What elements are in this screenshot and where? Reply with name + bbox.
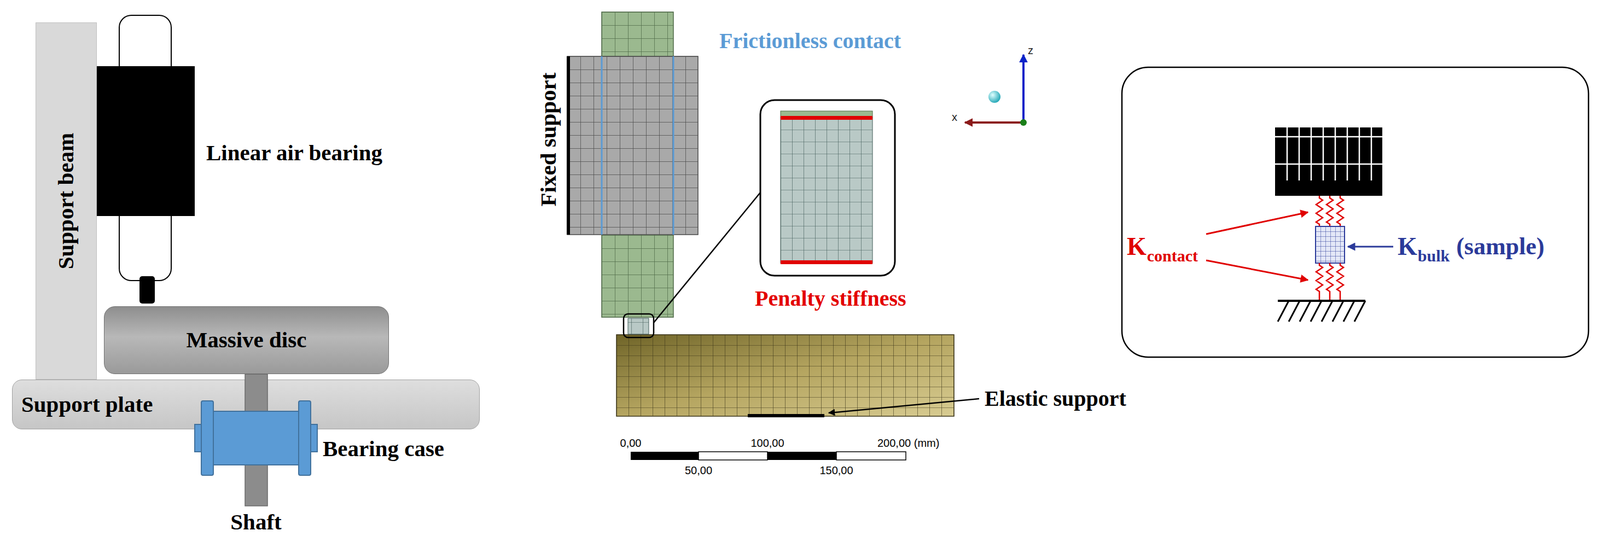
boundary-label: Fixed support (535, 72, 562, 207)
elastic-support-leader (828, 398, 980, 413)
scale-segment (767, 451, 837, 461)
scale-segment (836, 451, 906, 461)
y-axis-sphere (988, 90, 1001, 103)
zoom-leader (653, 192, 761, 323)
fe-model (567, 12, 1027, 461)
column-block-mesh (1275, 127, 1383, 181)
part-label: Linear air bearing (206, 140, 383, 166)
contact-line (601, 56, 674, 235)
column-block (1275, 127, 1383, 196)
massive-disc: Massive disc (103, 306, 389, 375)
bulk-pointer (1347, 246, 1394, 248)
contact-spring (1316, 195, 1344, 227)
stiffness-subscript: contact (1147, 246, 1198, 266)
scale-segment (630, 451, 699, 461)
scale-value: 150,00 (819, 464, 853, 477)
elastic-support-line (747, 414, 825, 418)
sample-mesh (627, 318, 649, 335)
contact-pointer (1206, 260, 1308, 281)
stiffness-subscript: bulk (1417, 246, 1450, 266)
support-plate: Support plate (12, 379, 480, 430)
ground-hatch (1277, 300, 1366, 322)
scale-segment (698, 451, 768, 461)
bearing-carriage (96, 66, 195, 217)
linear-air-bearing (96, 15, 195, 304)
stiffness-symbol: K (1397, 232, 1418, 262)
boundary-label: Frictionless contact (719, 28, 901, 54)
scale-value: 0,00 (620, 437, 642, 450)
contact-spring (1316, 263, 1344, 300)
scale-bar (630, 451, 906, 461)
disc-mesh-grid (616, 334, 954, 417)
contact-pointer (1206, 212, 1308, 235)
inset-sample-mesh (780, 117, 873, 264)
spring-model (1121, 67, 1589, 358)
zoom-callout (623, 313, 654, 338)
plate-label: Support plate (21, 391, 153, 418)
zoom-inset (760, 100, 895, 276)
bearing-foot (139, 276, 155, 304)
scale-value: 50,00 (684, 464, 713, 477)
model-panel (1121, 67, 1589, 358)
scale-value: 200,00 (mm) (877, 437, 940, 450)
axis-label: z (1027, 44, 1034, 57)
boundary-label: Elastic support (984, 386, 1127, 412)
boundary-label: Penalty stiffness (754, 286, 907, 312)
fixed-support-line (566, 56, 570, 235)
axis-origin (1020, 119, 1027, 126)
penalty-face-bottom (780, 260, 873, 265)
z-axis-arrow (1022, 54, 1025, 123)
scale-value: 100,00 (750, 437, 784, 450)
penalty-face-top (780, 115, 873, 120)
support-beam: Support beam (35, 22, 97, 380)
clamp-mesh (567, 56, 698, 235)
axis-triad (964, 54, 1027, 126)
sample-block (1315, 226, 1345, 264)
disc-label: Massive disc (186, 327, 307, 353)
axis-label: x (951, 111, 958, 124)
beam-label: Support beam (53, 132, 79, 270)
x-axis-arrow (964, 121, 1024, 124)
part-label: Bearing case (322, 435, 445, 462)
disc-mesh (616, 334, 954, 417)
part-label: Shaft (230, 509, 282, 535)
stiffness-symbol: K (1126, 232, 1147, 262)
stiffness-note: (sample) (1456, 233, 1545, 261)
